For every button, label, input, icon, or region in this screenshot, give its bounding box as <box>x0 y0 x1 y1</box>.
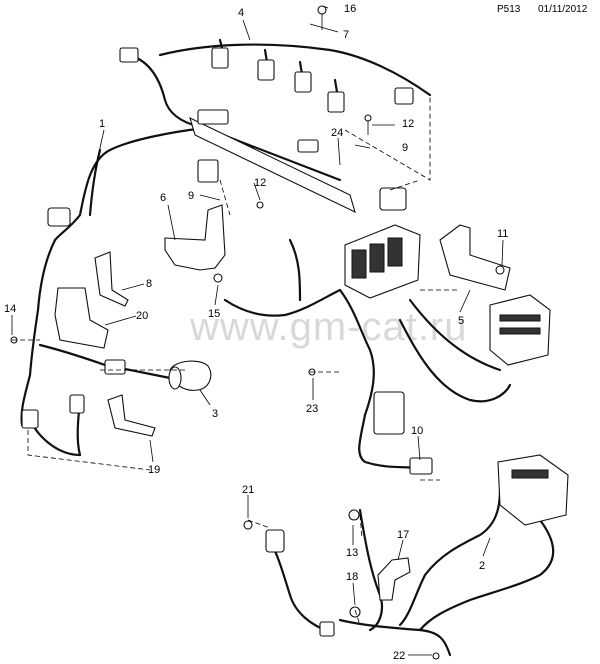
callout-1: 1 <box>99 118 105 130</box>
watermark: www.gm-cat.ru <box>189 305 468 349</box>
callout-9b: 9 <box>188 190 194 202</box>
callout-19: 19 <box>148 464 160 476</box>
callout-leaders <box>11 5 504 656</box>
left-connectors <box>21 207 126 429</box>
callout-11: 11 <box>497 228 508 240</box>
dashed-leaders <box>12 95 460 626</box>
callout-9a: 9 <box>402 142 408 154</box>
callout-17: 17 <box>397 529 409 541</box>
callout-24: 24 <box>331 127 343 139</box>
callout-21: 21 <box>242 484 254 496</box>
callout-16: 16 <box>344 3 356 15</box>
callout-3: 3 <box>212 408 218 420</box>
callout-5: 5 <box>458 315 464 327</box>
callout-labels: 1 2 3 4 5 6 7 8 9 9 10 11 12 12 13 14 15… <box>4 3 508 662</box>
part-5-bracket <box>439 224 511 291</box>
callout-18: 18 <box>346 571 358 583</box>
battery-harness <box>265 454 569 657</box>
part-17-bracket <box>377 557 411 601</box>
mid-connector <box>373 391 433 475</box>
callout-8: 8 <box>146 278 152 290</box>
callout-6: 6 <box>160 192 166 204</box>
callout-13: 13 <box>346 547 358 559</box>
callout-23: 23 <box>306 403 318 415</box>
callout-12a: 12 <box>402 118 414 130</box>
main-engine-harness <box>20 38 512 472</box>
ecu-connector <box>489 294 551 366</box>
callout-15: 15 <box>208 308 220 320</box>
injector-rail <box>189 109 356 214</box>
callout-4: 4 <box>238 7 244 19</box>
brackets <box>54 204 226 437</box>
injector-connectors <box>119 47 414 183</box>
callout-10: 10 <box>411 425 423 437</box>
part-3-sleeve <box>168 360 212 391</box>
callout-12b: 12 <box>254 177 266 189</box>
fuse-block <box>344 187 421 299</box>
callout-7: 7 <box>343 29 349 41</box>
callout-20: 20 <box>136 310 148 322</box>
callout-14: 14 <box>4 303 16 315</box>
callout-22: 22 <box>393 650 405 662</box>
page-code: P513 <box>497 4 521 15</box>
callout-2: 2 <box>479 560 485 572</box>
page-date: 01/11/2012 <box>538 4 588 15</box>
